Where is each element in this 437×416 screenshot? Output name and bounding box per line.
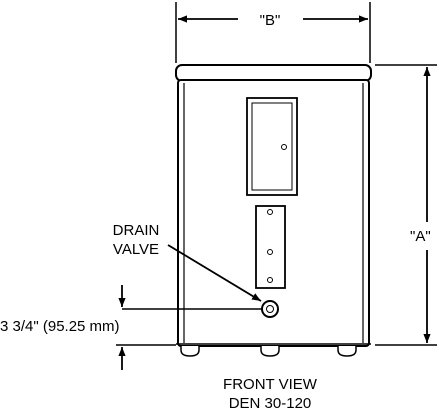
caption: FRONT VIEW DEN 30-120 — [223, 376, 318, 412]
feet — [180, 346, 357, 357]
panel-screw — [267, 209, 273, 215]
caption-model: DEN 30-120 — [229, 395, 312, 412]
drain-height-label: 3 3/4" (95.25 mm) — [0, 318, 120, 335]
caption-view: FRONT VIEW — [223, 376, 318, 393]
drain-height-dimension: 3 3/4" (95.25 mm) — [0, 285, 262, 370]
drain-valve-label-line2: VALVE — [113, 241, 159, 258]
drain-valve — [261, 300, 279, 318]
drain-valve-callout: DRAIN VALVE — [113, 222, 262, 302]
dimension-a: "A" — [375, 64, 437, 346]
dimension-b-label: "B" — [260, 12, 281, 29]
panel-screw — [267, 249, 273, 255]
panel-screw — [267, 277, 273, 283]
drain-valve-label-line1: DRAIN — [113, 222, 160, 239]
dimension-a-label: "A" — [410, 228, 431, 245]
top-cap — [175, 64, 372, 82]
panel-screw — [281, 144, 287, 150]
upper-access-panel — [246, 97, 298, 196]
dimension-b: "B" — [175, 2, 371, 63]
lower-access-panel — [255, 205, 286, 289]
